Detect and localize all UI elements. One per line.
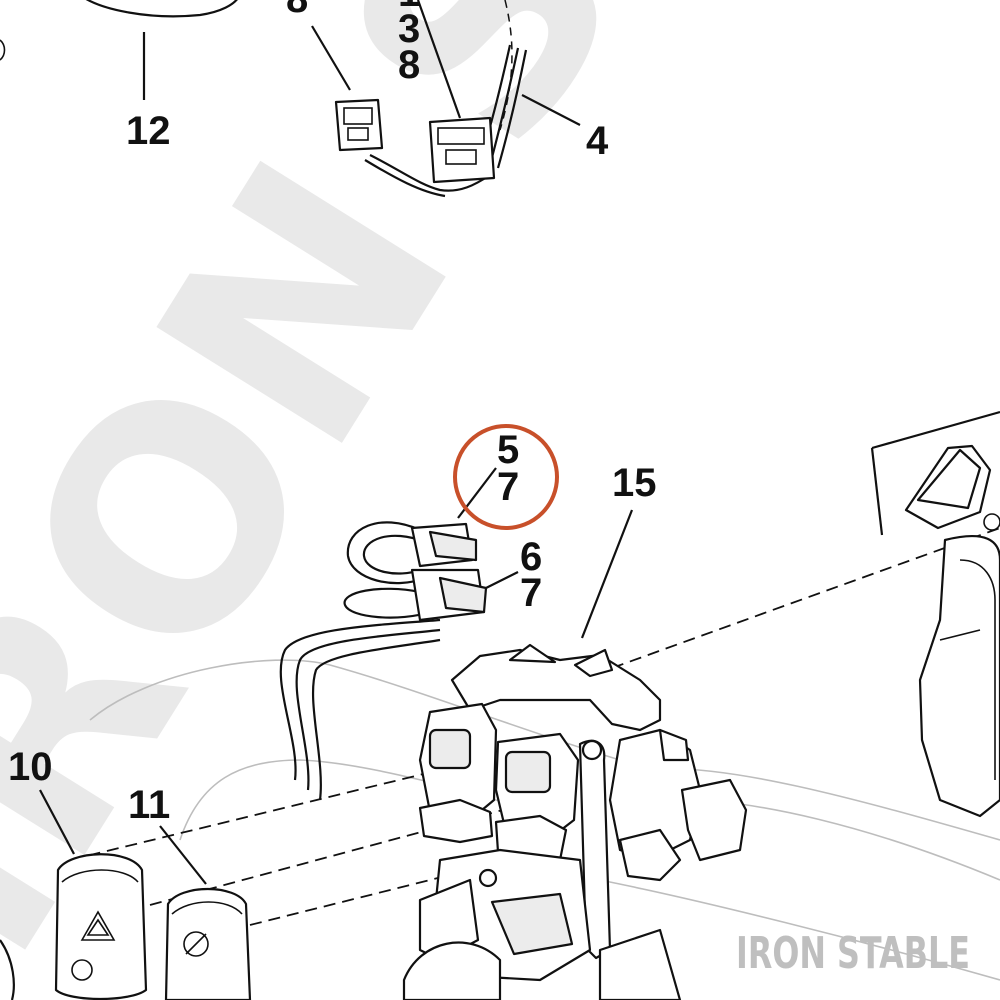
callout-3: 3 [398,7,420,51]
highlight-circle [453,424,559,530]
button-11 [159,825,252,1000]
top-connector-group [311,0,581,198]
connector-pair [279,467,519,801]
callout-10: 10 [8,745,53,789]
brand-mark: IRON STABLE [736,928,970,979]
leader-15 [580,509,634,639]
callout-15: 15 [612,461,657,505]
alignment-lines [69,527,1000,926]
callout-7-bottom: 7 [520,571,542,615]
callout-labels: 1 3 8 8 4 12 5 7 6 7 15 10 11 [8,0,657,827]
left-edge-part [0,939,15,1000]
callout-6: 6 [520,535,542,579]
part-12-housing [0,0,238,100]
right-housing-part [870,410,1000,818]
callout-5: 5 [497,428,519,472]
part-15-switch-housing [402,643,748,1000]
callout-8-right: 8 [398,43,420,87]
button-10-hazard [39,789,148,1000]
callout-8-left: 8 [286,0,308,21]
callout-7-top: 7 [497,465,519,509]
callout-4: 4 [586,119,609,163]
callout-1: 1 [398,0,420,15]
callout-11: 11 [128,783,170,827]
callout-12: 12 [126,109,171,153]
